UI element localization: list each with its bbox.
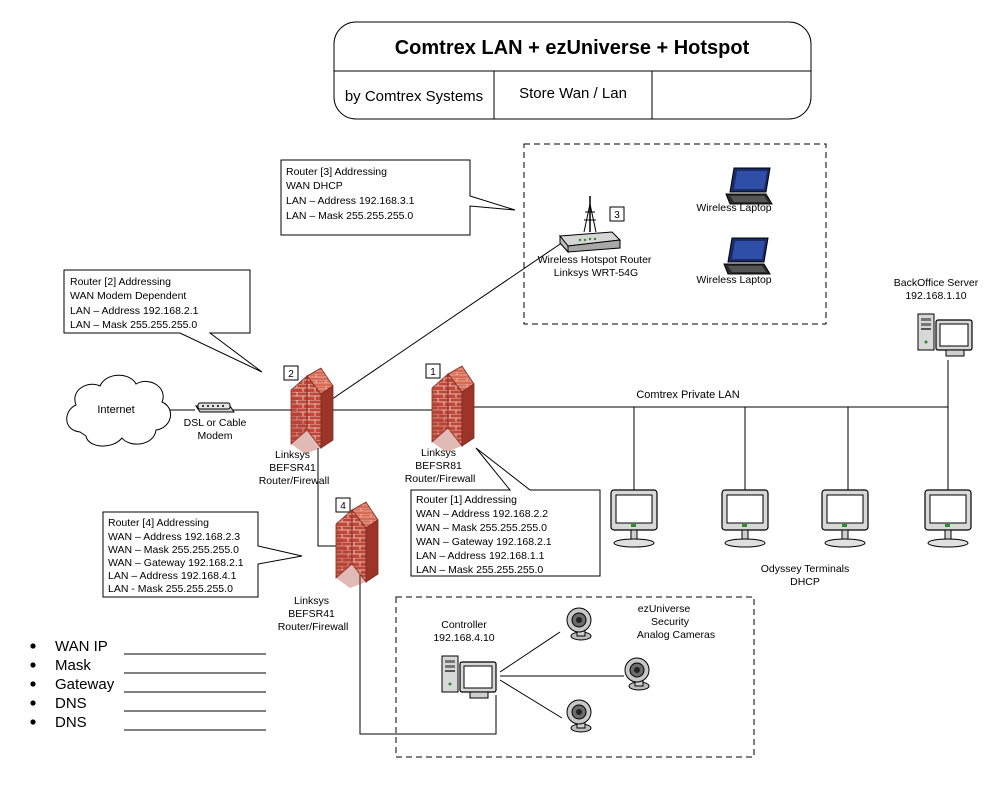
internet-cloud: Internet	[66, 374, 171, 447]
router1-callout: Router [1] Addressing WAN – Address 192.…	[410, 447, 601, 577]
security-group-box	[395, 596, 755, 758]
checklist-item: Gateway	[55, 676, 115, 693]
terminals-label-line2: DHCP	[790, 576, 820, 588]
modem-label-line1: DSL or Cable	[184, 417, 247, 429]
camera-icon	[624, 657, 650, 691]
router2-firewall-icon	[290, 367, 334, 455]
title-subject: Store Wan / Lan	[519, 85, 627, 102]
server-tower-icon	[917, 313, 935, 351]
terminal-monitor-icon	[610, 489, 658, 548]
controller-label-line2: 192.168.4.10	[433, 632, 494, 644]
checklist-item: DNS	[55, 714, 87, 731]
router3-number-box	[609, 206, 625, 222]
checklist-item: DNS	[55, 695, 87, 712]
lan-label: Comtrex Private LAN	[636, 389, 739, 401]
router1-number: 1	[430, 367, 436, 378]
diagram-title: Comtrex LAN + ezUniverse + Hotspot	[395, 37, 750, 59]
cameras-label-line1: ezUniverse	[638, 603, 691, 615]
title-block: Comtrex LAN + ezUniverse + Hotspot by Co…	[333, 21, 812, 120]
terminal-monitor-icon	[821, 489, 869, 548]
camera-icon	[566, 607, 592, 641]
cameras-label-line2: Security	[651, 616, 690, 628]
modem-icon	[195, 402, 235, 413]
bullet-icon	[30, 662, 36, 668]
checklist-item: Mask	[55, 657, 91, 674]
router2-callout: Router [2] Addressing WAN Modem Dependen…	[63, 269, 263, 373]
router2-number: 2	[288, 369, 294, 380]
bullet-icon	[30, 681, 36, 687]
checklist-item: WAN IP	[55, 638, 108, 655]
router1-number-box	[425, 363, 441, 379]
controller-label-line1: Controller	[441, 619, 487, 631]
router1-label: Linksys BEFSR81 Router/Firewall	[405, 447, 476, 485]
router2-label: Linksys BEFSR41 Router/Firewall	[259, 449, 330, 487]
router4-callout: Router [4] Addressing WAN – Address 192.…	[102, 511, 303, 598]
router1-callout-text: Router [1] Addressing WAN – Address 192.…	[416, 494, 555, 576]
wireless-group-box	[523, 143, 827, 325]
router3-label: Wireless Hotspot Router Linksys WRT-54G	[538, 254, 655, 279]
connection-lines	[167, 239, 949, 735]
router2-number-box	[283, 365, 299, 381]
cameras-label-line3: Analog Cameras	[637, 629, 715, 641]
bullet-icon	[30, 719, 36, 725]
router3-callout-text: Router [3] Addressing WAN DHCP LAN – Add…	[286, 166, 417, 222]
router4-firewall-icon	[335, 501, 379, 589]
bullet-icon	[30, 643, 36, 649]
router4-callout-text: Router [4] Addressing WAN – Address 192.…	[108, 517, 247, 595]
router2-callout-text: Router [2] Addressing WAN Modem Dependen…	[70, 276, 201, 331]
router4-number-box	[335, 497, 351, 513]
wireless-router-icon	[559, 196, 622, 254]
backoffice-label-line2: 192.168.1.10	[905, 290, 966, 302]
laptop-icon	[725, 167, 773, 205]
modem-label-line2: Modem	[197, 430, 232, 442]
server-monitor-icon	[935, 319, 973, 357]
router1-firewall-icon	[431, 365, 475, 453]
laptop-icon	[723, 237, 771, 275]
address-checklist: WAN IP Mask Gateway DNS DNS	[30, 638, 266, 731]
backoffice-label-line1: BackOffice Server	[894, 277, 979, 289]
controller-tower-icon	[441, 655, 459, 693]
bullet-icon	[30, 700, 36, 706]
terminal-monitor-icon	[721, 489, 769, 548]
controller-monitor-icon	[459, 661, 497, 699]
laptop-label-2: Wireless Laptop	[696, 274, 771, 286]
router3-callout: Router [3] Addressing WAN DHCP LAN – Add…	[280, 159, 516, 236]
laptop-label-1: Wireless Laptop	[696, 202, 771, 214]
router4-number: 4	[340, 501, 346, 512]
router3-number: 3	[614, 210, 620, 221]
terminal-monitor-icon	[924, 489, 972, 548]
internet-label: Internet	[97, 404, 134, 416]
router4-label: Linksys BEFSR41 Router/Firewall	[278, 595, 349, 633]
terminals-label-line1: Odyssey Terminals	[761, 563, 850, 575]
title-author: by Comtrex Systems	[345, 88, 483, 105]
camera-icon	[566, 699, 592, 733]
